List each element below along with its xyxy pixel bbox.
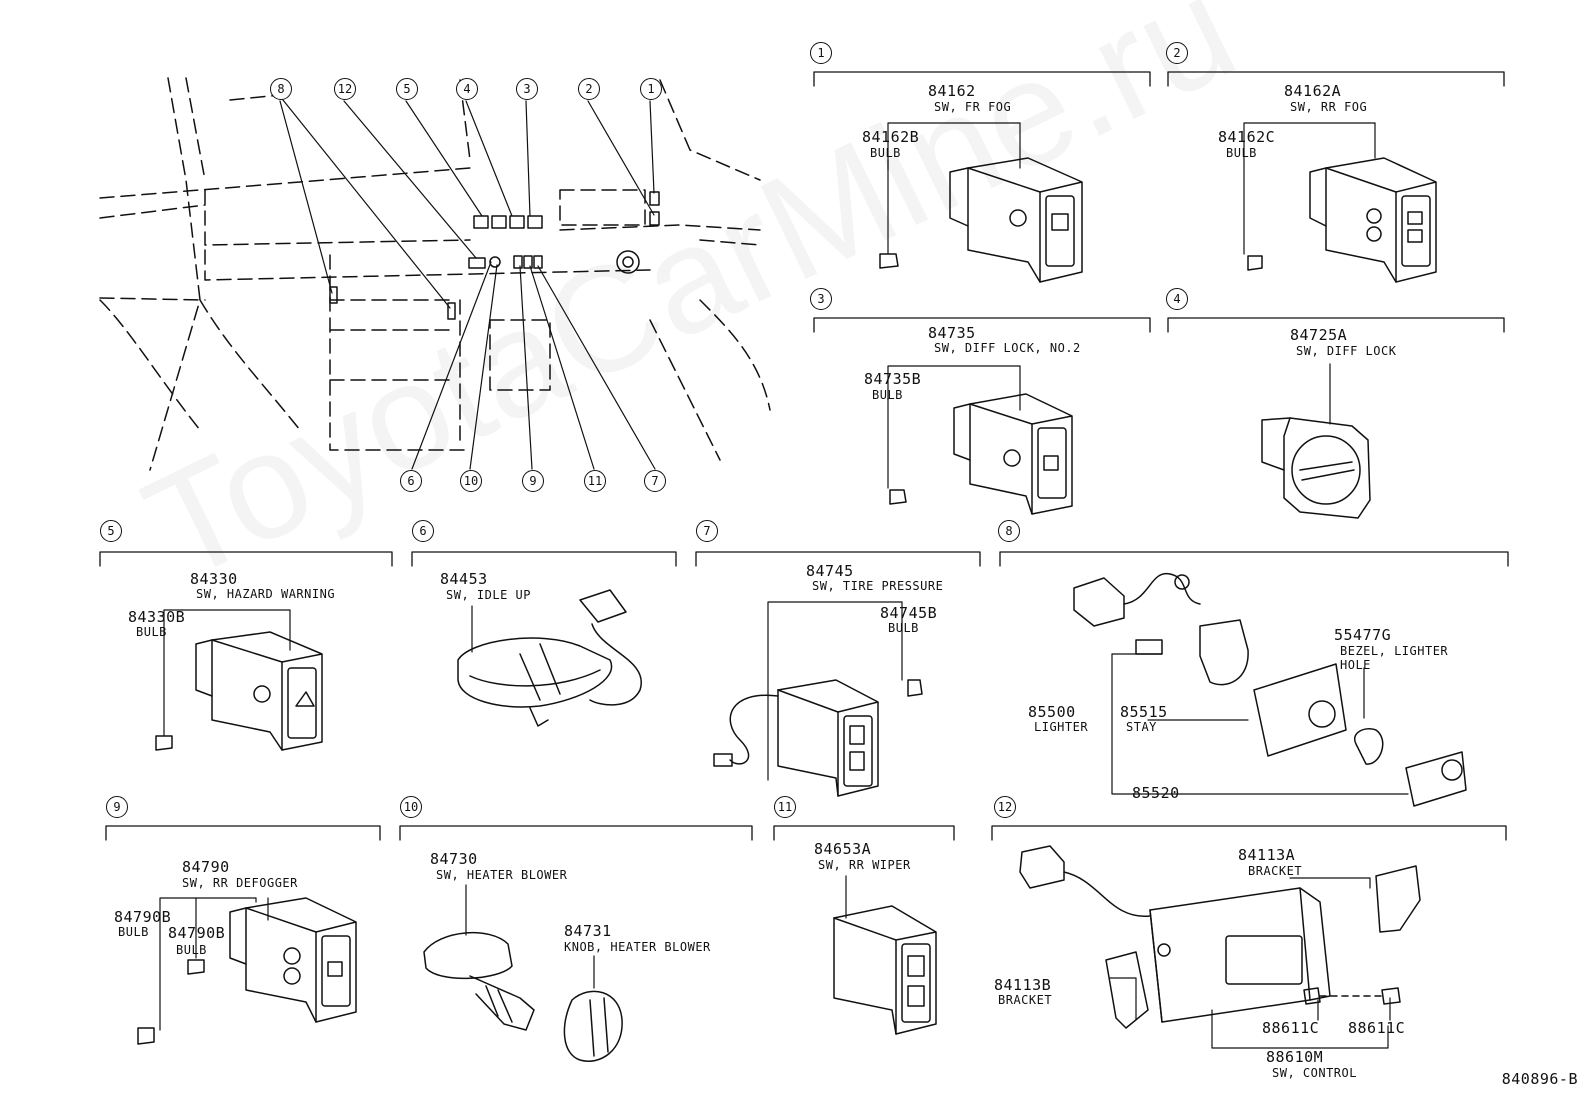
overview-callout-11[interactable]: 11 xyxy=(584,470,606,492)
section-brackets xyxy=(99,71,1509,841)
part-name-stay: STAY xyxy=(1126,720,1157,734)
section-10-badge: 10 xyxy=(400,796,422,818)
part-number-84745b[interactable]: 84745B xyxy=(880,604,938,622)
part-name-bracket: BRACKET xyxy=(1248,864,1303,878)
section-3-badge: 3 xyxy=(810,288,832,310)
part-name-bulb: BULB xyxy=(118,925,149,939)
part-name-bulb: BULB xyxy=(872,388,903,402)
part-number-84113b[interactable]: 84113B xyxy=(994,976,1052,994)
part-number-84330b[interactable]: 84330B xyxy=(128,608,186,626)
switch-2 xyxy=(1247,157,1437,283)
overview-callout-10[interactable]: 10 xyxy=(460,470,482,492)
switch-6 xyxy=(457,589,643,727)
switch-10 xyxy=(423,931,623,1062)
part-name-hole: HOLE xyxy=(1340,658,1371,672)
part-number-84731[interactable]: 84731 xyxy=(564,922,612,940)
part-number-88611c-1[interactable]: 88611C xyxy=(1262,1019,1320,1037)
part-name-sw-idle-up: SW, IDLE UP xyxy=(446,588,531,602)
part-number-84330[interactable]: 84330 xyxy=(190,570,238,588)
overview-callout-5[interactable]: 5 xyxy=(396,78,418,100)
overview-callout-7[interactable]: 7 xyxy=(644,470,666,492)
part-number-84790[interactable]: 84790 xyxy=(182,858,230,876)
part-number-88610m[interactable]: 88610M xyxy=(1266,1048,1324,1066)
part-number-84790b-2[interactable]: 84790B xyxy=(168,924,226,942)
part-number-55477g[interactable]: 55477G xyxy=(1334,626,1392,644)
overview-callout-3[interactable]: 3 xyxy=(516,78,538,100)
overview-leader-lines xyxy=(279,99,656,470)
part-name-bulb: BULB xyxy=(136,625,167,639)
section-7-badge: 7 xyxy=(696,520,718,542)
part-name-bulb: BULB xyxy=(176,943,207,957)
section-4-badge: 4 xyxy=(1166,288,1188,310)
part-name-knob-heater-blower: KNOB, HEATER BLOWER xyxy=(564,940,711,954)
part-number-84162b[interactable]: 84162B xyxy=(862,128,920,146)
part-number-84453[interactable]: 84453 xyxy=(440,570,488,588)
part-name-sw-heater-blower: SW, HEATER BLOWER xyxy=(436,868,568,882)
part-number-84730[interactable]: 84730 xyxy=(430,850,478,868)
part-number-85520[interactable]: 85520 xyxy=(1132,784,1180,802)
part-number-88611c-2[interactable]: 88611C xyxy=(1348,1019,1406,1037)
part-number-84653a[interactable]: 84653A xyxy=(814,840,872,858)
overview-callout-9[interactable]: 9 xyxy=(522,470,544,492)
part-name-bulb: BULB xyxy=(870,146,901,160)
lighter-8 xyxy=(1073,573,1467,807)
overview-callout-2[interactable]: 2 xyxy=(578,78,600,100)
part-name-lighter: LIGHTER xyxy=(1034,720,1089,734)
part-number-84162c[interactable]: 84162C xyxy=(1218,128,1276,146)
switch-3 xyxy=(889,393,1073,515)
section-5-badge: 5 xyxy=(100,520,122,542)
switch-9 xyxy=(137,897,357,1045)
part-number-84735[interactable]: 84735 xyxy=(928,324,976,342)
section-9-badge: 9 xyxy=(106,796,128,818)
part-name-sw-hazard-warning: SW, HAZARD WARNING xyxy=(196,587,336,601)
switch-7 xyxy=(713,679,923,797)
part-number-84745[interactable]: 84745 xyxy=(806,562,854,580)
switch-5 xyxy=(155,631,323,751)
overview-callout-6[interactable]: 6 xyxy=(400,470,422,492)
switch-1 xyxy=(879,157,1083,283)
part-number-84735b[interactable]: 84735B xyxy=(864,370,922,388)
section-6-badge: 6 xyxy=(412,520,434,542)
part-name-sw-tire-pressure: SW, TIRE PRESSURE xyxy=(812,579,944,593)
part-number-84725a[interactable]: 84725A xyxy=(1290,326,1348,344)
part-name-sw-control: SW, CONTROL xyxy=(1272,1066,1357,1080)
overview-callout-8[interactable]: 8 xyxy=(270,78,292,100)
switch-12 xyxy=(1019,845,1421,1029)
part-number-84113a[interactable]: 84113A xyxy=(1238,846,1296,864)
section-2-badge: 2 xyxy=(1166,42,1188,64)
part-name-bulb: BULB xyxy=(1226,146,1257,160)
overview-callout-1[interactable]: 1 xyxy=(640,78,662,100)
part-number-84162[interactable]: 84162 xyxy=(928,82,976,100)
section-8-badge: 8 xyxy=(998,520,1020,542)
overview-callout-12[interactable]: 12 xyxy=(334,78,356,100)
part-leader-lines xyxy=(159,122,1409,1049)
part-name-sw-rr-defogger: SW, RR DEFOGGER xyxy=(182,876,298,890)
part-name-sw-diff-lock: SW, DIFF LOCK xyxy=(1296,344,1397,358)
part-number-84790b-1[interactable]: 84790B xyxy=(114,908,172,926)
part-name-bulb: BULB xyxy=(888,621,919,635)
diagram-code: 840896-B xyxy=(1501,1070,1578,1088)
section-1-badge: 1 xyxy=(810,42,832,64)
part-number-85500[interactable]: 85500 xyxy=(1028,703,1076,721)
section-11-badge: 11 xyxy=(774,796,796,818)
section-12-badge: 12 xyxy=(994,796,1016,818)
part-name-sw-diff-lock-no2: SW, DIFF LOCK, NO.2 xyxy=(934,341,1081,355)
switch-11 xyxy=(833,905,937,1035)
switch-4 xyxy=(1261,417,1371,519)
part-name-sw-rr-wiper: SW, RR WIPER xyxy=(818,858,911,872)
part-number-84162a[interactable]: 84162A xyxy=(1284,82,1342,100)
part-name-sw-fr-fog: SW, FR FOG xyxy=(934,100,1012,114)
part-number-85515[interactable]: 85515 xyxy=(1120,703,1168,721)
part-name-bracket: BRACKET xyxy=(998,993,1053,1007)
part-name-sw-rr-fog: SW, RR FOG xyxy=(1290,100,1368,114)
part-name-bezel-lighter: BEZEL, LIGHTER xyxy=(1340,644,1449,658)
overview-callout-4[interactable]: 4 xyxy=(456,78,478,100)
dashboard-overview xyxy=(99,77,771,471)
